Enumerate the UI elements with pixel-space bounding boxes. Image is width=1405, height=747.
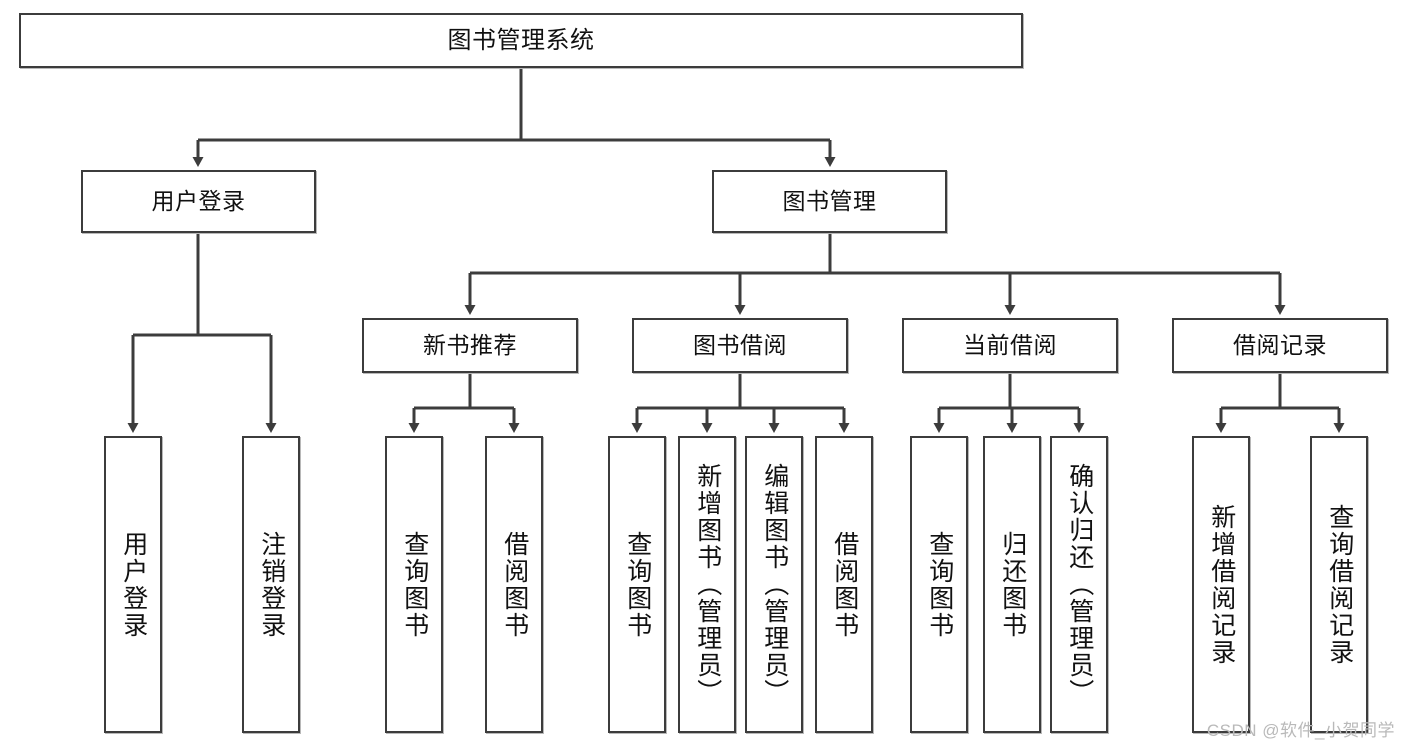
leaf-query-books-current-label: 查询图书	[925, 530, 954, 639]
leaf-borrow-books-recommend-label: 借阅图书	[500, 530, 529, 639]
leaf-edit-book-admin[interactable]: 编辑图书（管理员）	[745, 436, 803, 733]
leaf-borrow-books[interactable]: 借阅图书	[815, 436, 873, 733]
leaf-query-books-recommend[interactable]: 查询图书	[385, 436, 443, 733]
node-current-borrow[interactable]: 当前借阅	[902, 318, 1118, 373]
node-borrow-record[interactable]: 借阅记录	[1172, 318, 1388, 373]
node-root[interactable]: 图书管理系统	[19, 13, 1023, 68]
node-current-borrow-label: 当前借阅	[963, 332, 1057, 359]
leaf-add-borrow-record-label: 新增借阅记录	[1207, 503, 1236, 666]
leaf-query-books-borrow[interactable]: 查询图书	[608, 436, 666, 733]
leaf-query-borrow-record-label: 查询借阅记录	[1325, 503, 1354, 666]
leaf-logout-label: 注销登录	[257, 530, 286, 639]
leaf-query-borrow-record[interactable]: 查询借阅记录	[1310, 436, 1368, 733]
leaf-query-books-borrow-label: 查询图书	[623, 530, 652, 639]
node-borrow-record-label: 借阅记录	[1233, 332, 1327, 359]
leaf-add-book-admin-label: 新增图书（管理员）	[693, 463, 722, 706]
node-new-book-recommend[interactable]: 新书推荐	[362, 318, 578, 373]
leaf-user-login[interactable]: 用户登录	[104, 436, 162, 733]
node-root-label: 图书管理系统	[447, 26, 595, 54]
node-user-login[interactable]: 用户登录	[81, 170, 316, 233]
leaf-return-books[interactable]: 归还图书	[983, 436, 1041, 733]
node-book-borrow-label: 图书借阅	[693, 332, 787, 359]
leaf-confirm-return-admin[interactable]: 确认归还（管理员）	[1050, 436, 1108, 733]
node-book-management-label: 图书管理	[782, 188, 877, 215]
leaf-user-login-label: 用户登录	[119, 530, 148, 639]
leaf-add-borrow-record[interactable]: 新增借阅记录	[1192, 436, 1250, 733]
leaf-query-books-recommend-label: 查询图书	[400, 530, 429, 639]
node-new-book-recommend-label: 新书推荐	[423, 332, 517, 359]
node-book-management[interactable]: 图书管理	[712, 170, 947, 233]
leaf-return-books-label: 归还图书	[998, 530, 1027, 639]
leaf-edit-book-admin-label: 编辑图书（管理员）	[760, 463, 789, 706]
leaf-borrow-books-recommend[interactable]: 借阅图书	[485, 436, 543, 733]
leaf-add-book-admin[interactable]: 新增图书（管理员）	[678, 436, 736, 733]
node-user-login-label: 用户登录	[151, 188, 246, 215]
watermark-text: CSDN @软件_小贺同学	[1206, 721, 1395, 740]
leaf-query-books-current[interactable]: 查询图书	[910, 436, 968, 733]
leaf-confirm-return-admin-label: 确认归还（管理员）	[1065, 463, 1094, 706]
leaf-borrow-books-label: 借阅图书	[830, 530, 859, 639]
node-book-borrow[interactable]: 图书借阅	[632, 318, 848, 373]
leaf-logout[interactable]: 注销登录	[242, 436, 300, 733]
